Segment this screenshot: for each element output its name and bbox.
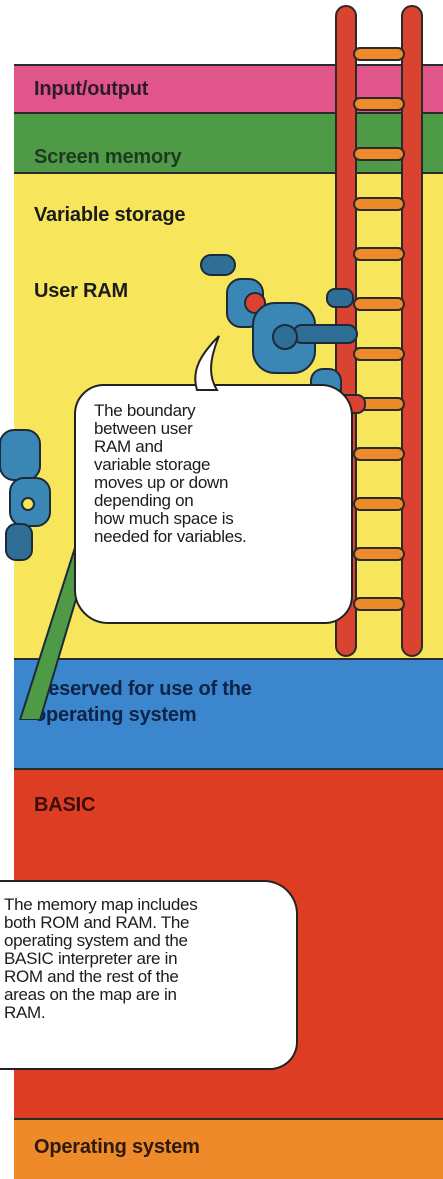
memory-area-operating-system: Operating system <box>14 1118 443 1179</box>
boundary-note-bubble: The boundary between user RAM and variab… <box>74 384 353 624</box>
area-label-user-ram: User RAM <box>34 280 128 302</box>
bubble-tail-icon <box>194 335 220 391</box>
area-label-operating-system: Operating system <box>34 1136 200 1158</box>
area-label-screen-memory: Screen memory <box>34 146 182 168</box>
memory-area-screen-memory: Screen memory <box>14 112 443 174</box>
area-label-reserved-os: Reserved for use of the operating system <box>34 678 252 726</box>
memory-area-input-output: Input/output <box>14 64 443 114</box>
boundary-note-text: The boundary between user RAM and variab… <box>94 401 247 546</box>
memory-area-reserved-os: Reserved for use of the operating system <box>14 658 443 770</box>
memory-map-note-bubble: The memory map includes both ROM and RAM… <box>0 880 298 1070</box>
area-label-variable-storage: Variable storage <box>34 204 186 226</box>
area-label-input-output: Input/output <box>34 78 149 100</box>
memory-map-note-text: The memory map includes both ROM and RAM… <box>4 895 198 1022</box>
memory-area-variable-storage: Variable storage <box>14 172 443 232</box>
area-label-basic: BASIC <box>34 794 96 816</box>
